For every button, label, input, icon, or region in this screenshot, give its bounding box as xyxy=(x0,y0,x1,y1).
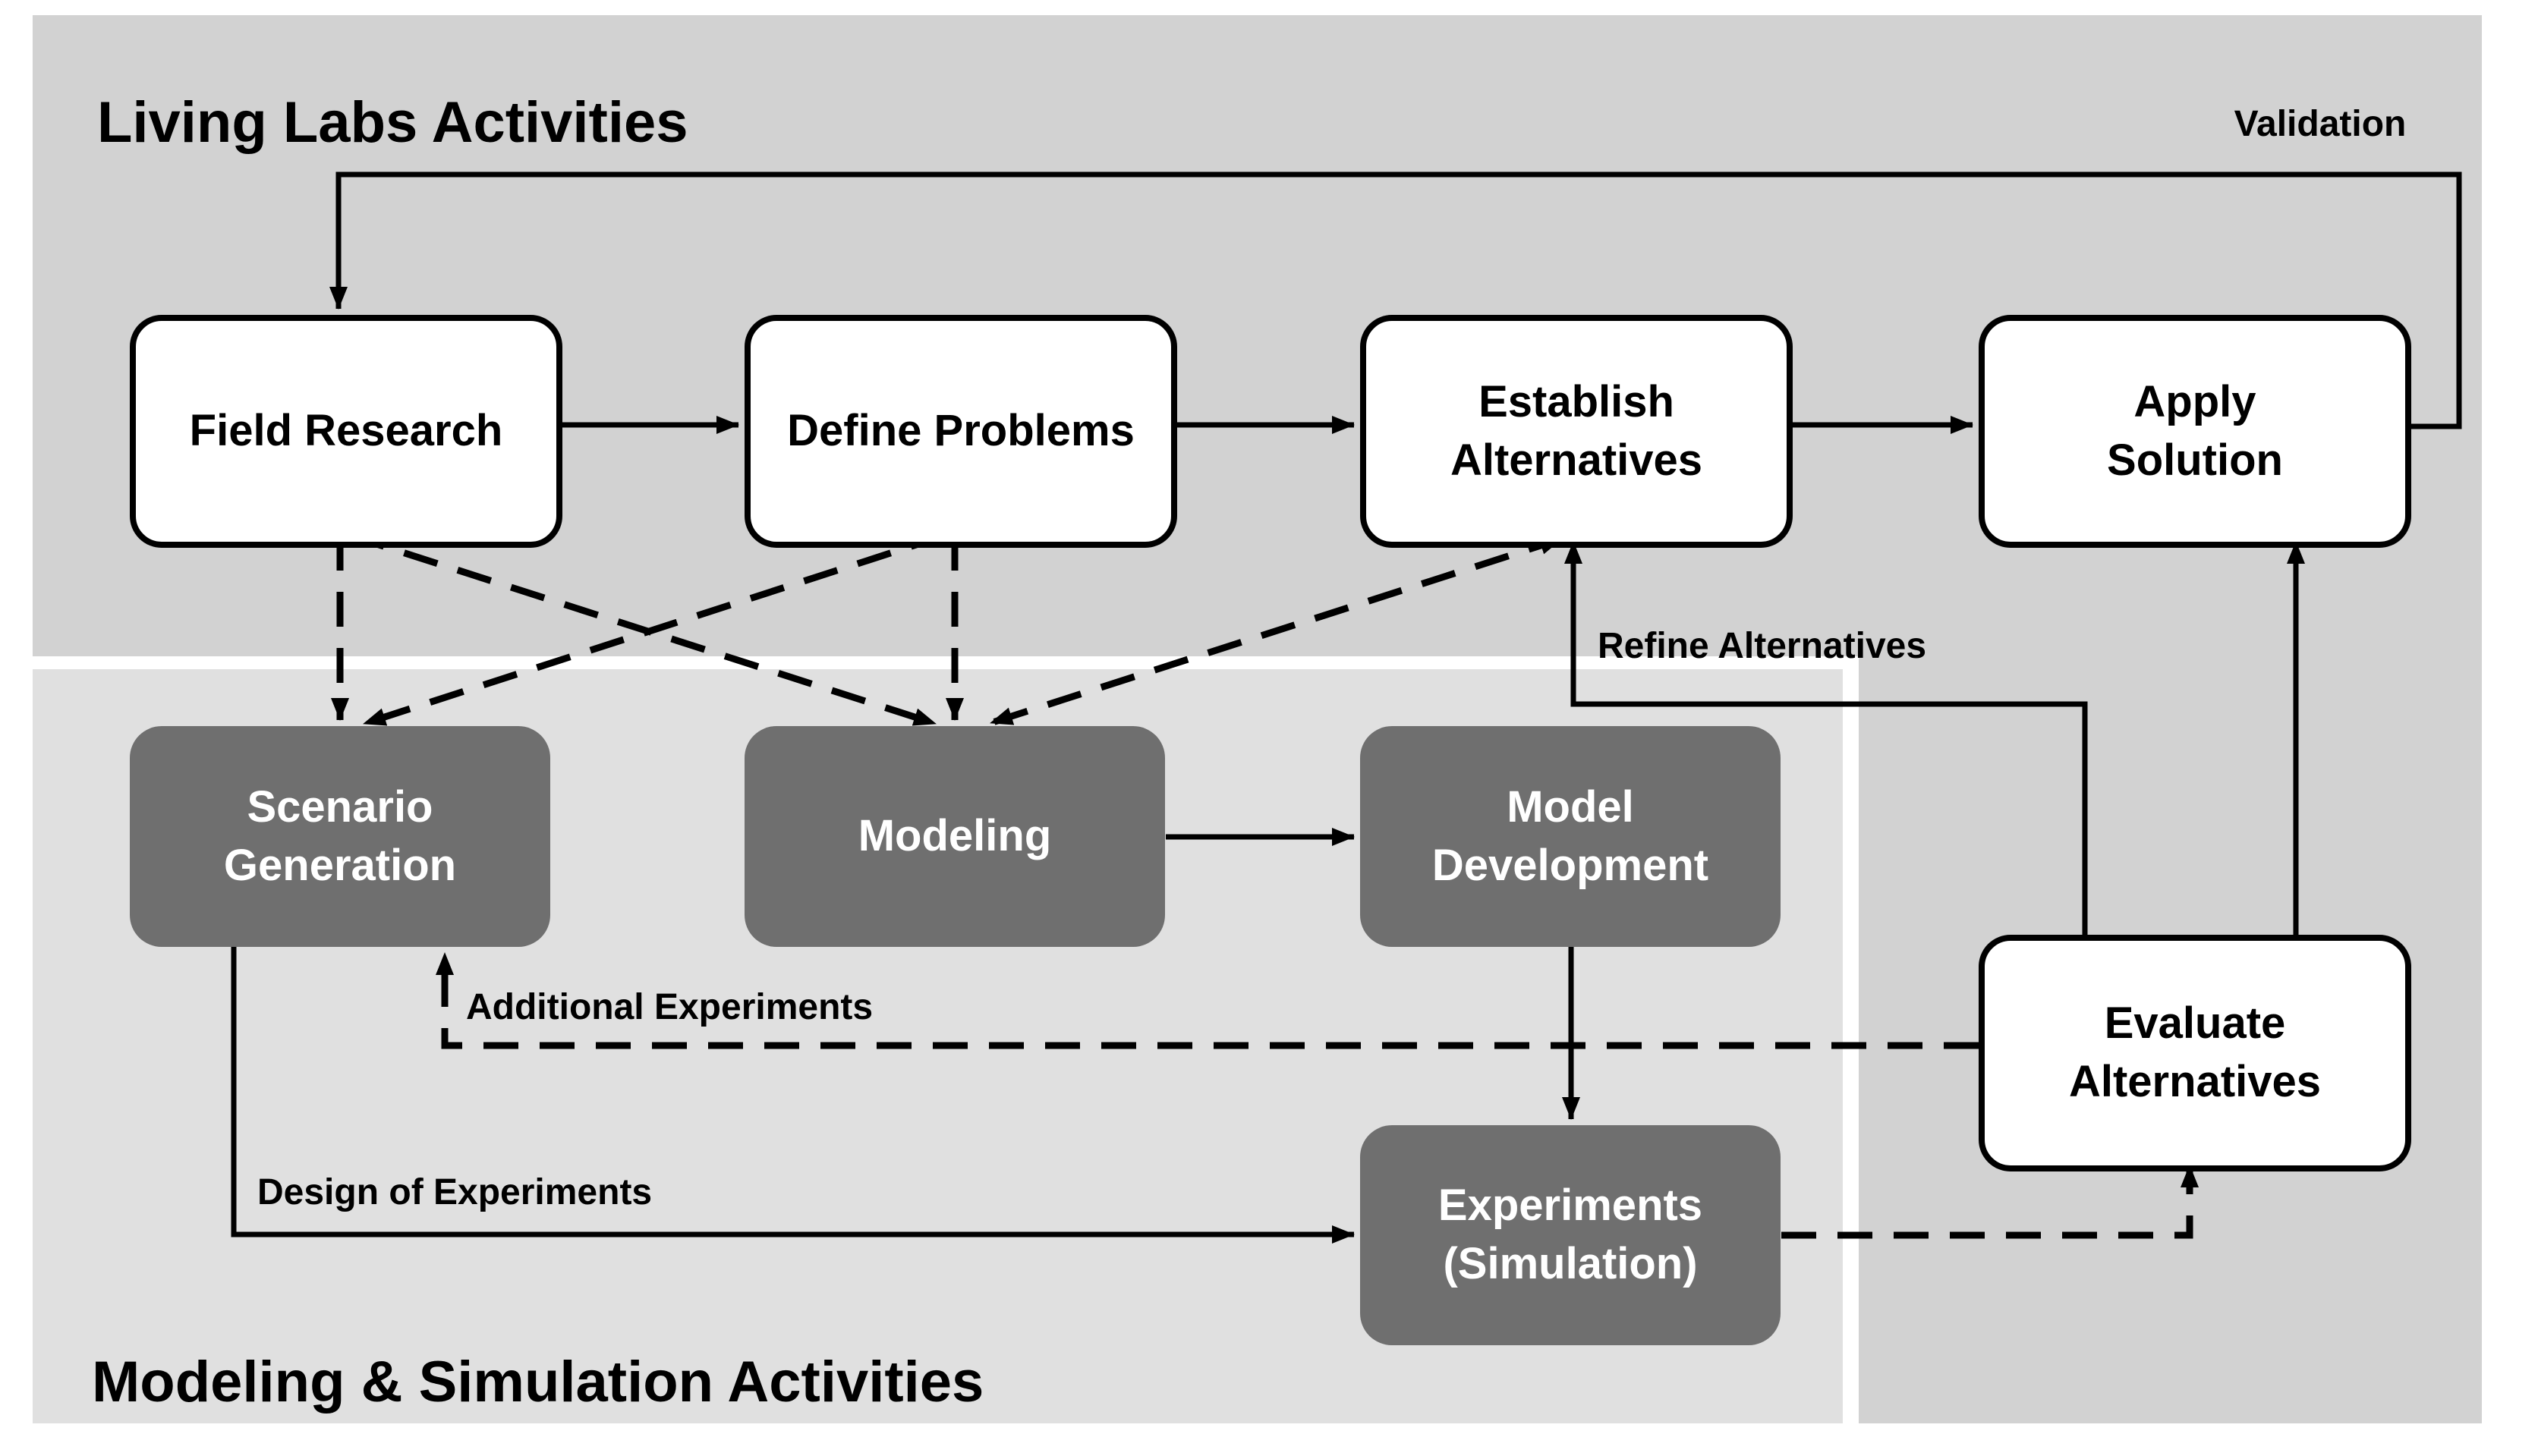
modeling-simulation-title: Modeling & Simulation Activities xyxy=(92,1350,984,1414)
node-modeling: Modeling xyxy=(745,726,1165,947)
node-field-research: Field Research xyxy=(130,315,562,548)
node-experiments-simulation: Experiments (Simulation) xyxy=(1360,1125,1781,1345)
validation-label: Validation xyxy=(2234,104,2407,144)
node-define-problems: Define Problems xyxy=(745,315,1177,548)
edge-design-of-experiments xyxy=(231,947,1355,1244)
node-establish-alternatives: Establish Alternatives xyxy=(1360,315,1793,548)
design-of-experiments-label: Design of Experiments xyxy=(257,1172,653,1212)
edge-establish-alternatives-modeling-bidirectional xyxy=(989,535,1563,727)
node-model-development: Model Development xyxy=(1360,726,1781,947)
edge-validation-loop xyxy=(329,171,2462,429)
edge-refine-alternatives xyxy=(1564,541,2088,935)
node-apply-solution: Apply Solution xyxy=(1979,315,2411,548)
additional-experiments-label: Additional Experiments xyxy=(466,987,874,1027)
refine-alternatives-label: Refine Alternatives xyxy=(1598,626,1927,666)
edge-additional-experiments xyxy=(436,952,1979,1049)
node-scenario-generation: Scenario Generation xyxy=(130,726,550,947)
living-labs-title: Living Labs Activities xyxy=(97,90,688,155)
edge-experiments-to-evaluate-alternatives xyxy=(1781,1165,2199,1239)
edge-define-problems-to-scenario-generation xyxy=(362,532,946,728)
node-evaluate-alternatives: Evaluate Alternatives xyxy=(1979,935,2411,1171)
